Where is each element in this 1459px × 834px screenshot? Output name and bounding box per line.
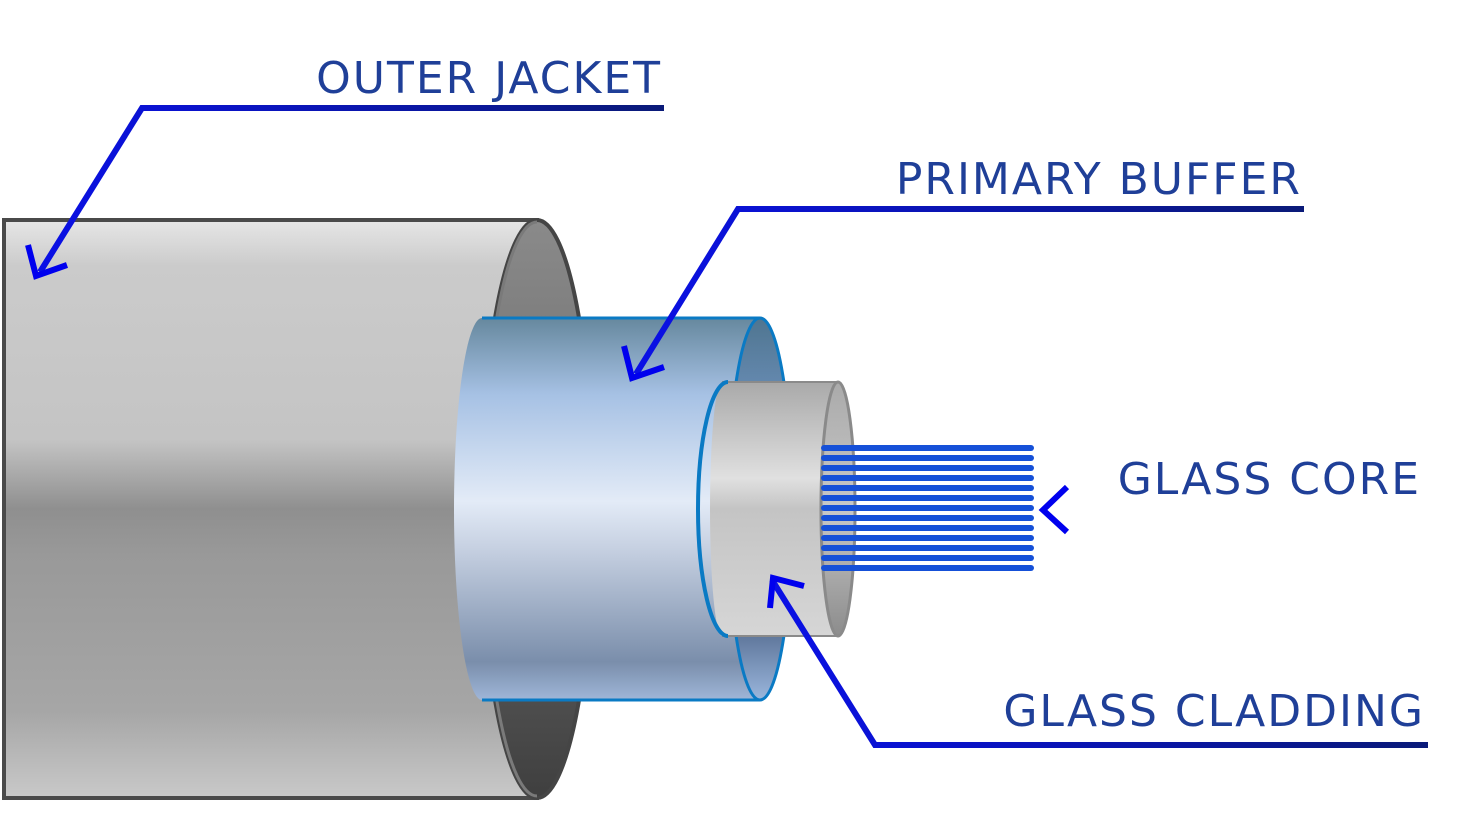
leader-primary-buffer: [621, 206, 1304, 382]
primary-buffer-body: [454, 318, 760, 700]
leader-outer-jacket: [25, 105, 664, 280]
label-glass-core: GLASS CORE: [1118, 454, 1421, 505]
leader-glass-cladding: [767, 574, 1428, 748]
label-outer-jacket: OUTER JACKET: [316, 53, 662, 104]
glass-core-fibers: [821, 445, 1034, 571]
label-glass-cladding: GLASS CLADDING: [1003, 686, 1425, 737]
label-primary-buffer: PRIMARY BUFFER: [896, 154, 1302, 205]
leader-glass-core: [1038, 484, 1421, 535]
glass-cladding-body: [710, 382, 838, 636]
